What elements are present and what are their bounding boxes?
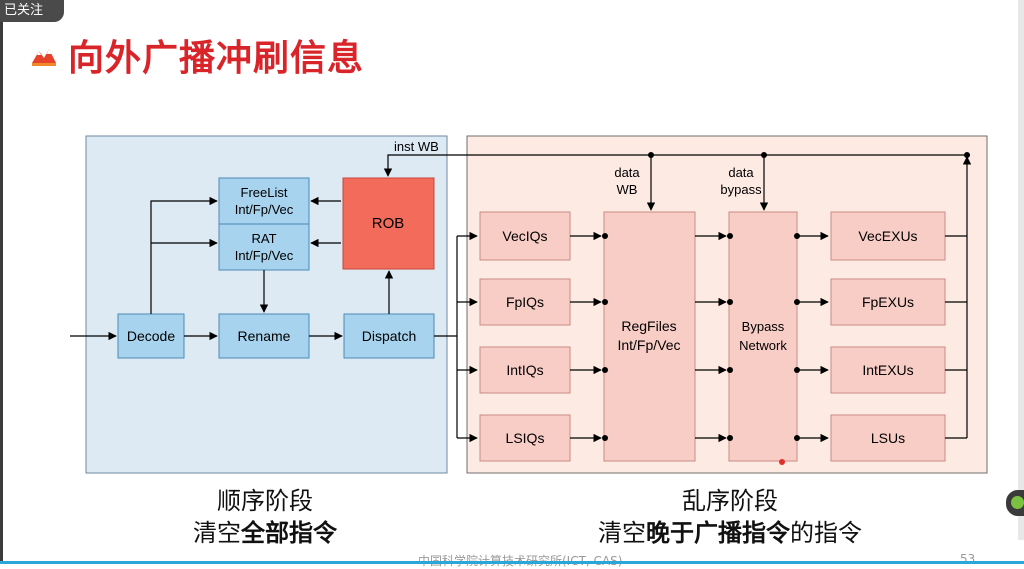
follow-badge[interactable]: 已关注 xyxy=(0,0,64,22)
data-bypass-label-2: bypass xyxy=(720,182,762,197)
cursor-dot xyxy=(779,459,785,465)
circle-icon xyxy=(1011,496,1024,509)
svg-text:ROB: ROB xyxy=(372,215,405,232)
rename-block: Rename xyxy=(218,313,310,359)
junction-dot xyxy=(761,152,767,158)
inst-wb-label: inst WB xyxy=(394,139,439,154)
svg-text:FpIQs: FpIQs xyxy=(506,294,544,310)
side-panel-button[interactable] xyxy=(1006,490,1024,516)
title-row: 向外广播冲刷信息 xyxy=(30,30,364,80)
svg-text:Decode: Decode xyxy=(127,328,175,344)
scrollbar[interactable] xyxy=(1018,0,1024,540)
caption-text: 的指令 xyxy=(790,519,862,547)
out-of-order-caption-line2: 清空晚于广播指令的指令 xyxy=(570,517,890,549)
row-connections xyxy=(570,231,829,443)
fpexus-block: FpEXUs xyxy=(830,278,946,326)
arrow-decode-freelist xyxy=(150,196,218,314)
svg-text:Bypass: Bypass xyxy=(742,319,785,334)
svg-text:Rename: Rename xyxy=(238,328,291,344)
svg-text:VecEXUs: VecEXUs xyxy=(858,228,917,244)
svg-text:IntEXUs: IntEXUs xyxy=(862,362,913,378)
rob-block: ROB xyxy=(342,177,435,270)
in-order-caption-line2: 清空全部指令 xyxy=(170,517,360,549)
dispatch-block: Dispatch xyxy=(343,313,435,359)
bypass-network-block: Bypass Network xyxy=(728,211,798,462)
svg-text:FreeList: FreeList xyxy=(241,185,288,200)
freelist-block: FreeList Int/Fp/Vec xyxy=(218,177,310,225)
arrow-inst-wb xyxy=(383,154,970,177)
intexus-block: IntEXUs xyxy=(830,346,946,394)
lsus-block: LSUs xyxy=(830,414,946,462)
svg-text:FpEXUs: FpEXUs xyxy=(862,294,914,310)
page-title: 向外广播冲刷信息 xyxy=(68,38,365,79)
mountain-logo-icon xyxy=(32,49,56,66)
svg-text:IntIQs: IntIQs xyxy=(506,362,543,378)
in-order-caption-line1: 顺序阶段 xyxy=(217,487,313,515)
data-wb-label-1: data xyxy=(614,165,640,180)
veciqs-block: VecIQs xyxy=(479,211,571,261)
svg-text:LSUs: LSUs xyxy=(871,430,905,446)
caption-text: 清空 xyxy=(193,519,241,547)
intiqs-block: IntIQs xyxy=(479,346,571,394)
data-wb-label-2: WB xyxy=(617,182,638,197)
caption-text: 清空 xyxy=(598,519,646,547)
svg-text:Dispatch: Dispatch xyxy=(362,328,416,344)
in-order-caption: 顺序阶段 清空全部指令 xyxy=(170,485,360,549)
svg-text:Network: Network xyxy=(739,338,787,353)
window-edge xyxy=(0,22,3,564)
regfiles-block: RegFiles Int/Fp/Vec xyxy=(603,211,696,462)
svg-text:VecIQs: VecIQs xyxy=(502,228,547,244)
out-of-order-caption: 乱序阶段 清空晚于广播指令的指令 xyxy=(570,485,890,549)
caption-bold-text: 全部指令 xyxy=(241,519,337,547)
vecexus-block: VecEXUs xyxy=(830,211,946,261)
fpiqs-block: FpIQs xyxy=(479,278,571,326)
rat-block: RAT Int/Fp/Vec xyxy=(218,223,310,271)
junction-dot xyxy=(648,152,654,158)
svg-text:LSIQs: LSIQs xyxy=(506,430,545,446)
svg-text:Int/Fp/Vec: Int/Fp/Vec xyxy=(235,202,294,217)
svg-text:Int/Fp/Vec: Int/Fp/Vec xyxy=(617,337,680,353)
svg-text:Int/Fp/Vec: Int/Fp/Vec xyxy=(235,248,294,263)
lsiqs-block: LSIQs xyxy=(479,414,571,462)
svg-text:RAT: RAT xyxy=(251,231,276,246)
decode-block: Decode xyxy=(117,313,185,359)
port-dots xyxy=(602,233,800,441)
progress-bar xyxy=(0,561,1024,564)
out-of-order-caption-line1: 乱序阶段 xyxy=(682,487,778,515)
data-bypass-label-1: data xyxy=(728,165,754,180)
svg-text:RegFiles: RegFiles xyxy=(621,318,676,334)
caption-bold-text: 晚于广播指令 xyxy=(646,519,790,547)
